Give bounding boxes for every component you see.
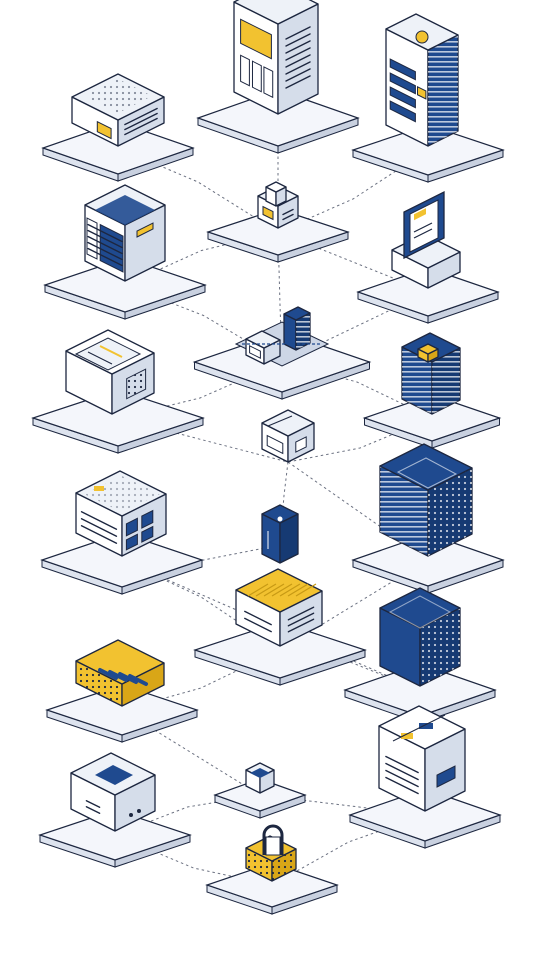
camera-node-icon bbox=[245, 762, 275, 794]
keyboard-device-icon bbox=[75, 639, 165, 707]
link-center-hub-device-rack-switch bbox=[124, 231, 279, 286]
node-navy-small-server bbox=[362, 332, 502, 449]
node-tall-server-cabinet bbox=[196, 0, 360, 154]
navy-cube-icon bbox=[261, 504, 299, 564]
monitor-icon bbox=[391, 190, 461, 289]
link-navy-small-server-small-cube-node bbox=[287, 417, 433, 463]
server-cabinet-icon bbox=[233, 0, 319, 115]
server-block-icon bbox=[379, 443, 473, 557]
node-rack-switch bbox=[43, 184, 207, 320]
node-tray-unit bbox=[41, 73, 195, 182]
node-white-storage-box bbox=[31, 329, 205, 454]
router-platform-icon bbox=[234, 306, 330, 367]
node-navy-cube bbox=[261, 504, 299, 564]
link-control-panel-box-yellow-lock-device bbox=[271, 814, 426, 886]
rack-switch-icon bbox=[84, 184, 166, 282]
node-navy-server-tower bbox=[351, 13, 505, 183]
node-large-navy-server-block bbox=[351, 443, 505, 594]
router-icon bbox=[235, 568, 323, 647]
node-yellow-keyboard-device bbox=[45, 639, 199, 743]
node-desktop-box bbox=[38, 752, 192, 868]
node-control-panel-box bbox=[348, 705, 502, 849]
tray-unit-icon bbox=[71, 73, 165, 147]
small-server-icon bbox=[401, 332, 461, 415]
lock-device-icon bbox=[245, 824, 297, 882]
node-small-camera-node bbox=[213, 762, 307, 819]
desktop-box-icon bbox=[70, 752, 156, 832]
link-small-cube-node-large-navy-server-block bbox=[287, 461, 429, 561]
patch-panel-icon bbox=[75, 470, 167, 557]
hub-device-icon bbox=[257, 181, 299, 229]
control-panel-icon bbox=[378, 705, 466, 812]
cube-node-icon bbox=[261, 409, 315, 463]
node-monitor-workstation bbox=[356, 190, 500, 324]
storage-box-icon bbox=[65, 329, 155, 415]
node-small-cube-node bbox=[261, 409, 315, 463]
link-patch-panel-navy-storage-unit bbox=[121, 559, 421, 691]
node-navy-storage-unit bbox=[343, 587, 497, 724]
node-patch-panel bbox=[40, 470, 204, 595]
server-tower-icon bbox=[385, 13, 459, 147]
node-central-router-platform bbox=[192, 306, 372, 400]
node-yellow-top-router bbox=[193, 568, 367, 686]
node-center-hub-device bbox=[206, 181, 350, 263]
device-nodes bbox=[31, 0, 505, 915]
storage-unit-icon bbox=[379, 587, 461, 687]
node-yellow-lock-device bbox=[205, 824, 339, 915]
